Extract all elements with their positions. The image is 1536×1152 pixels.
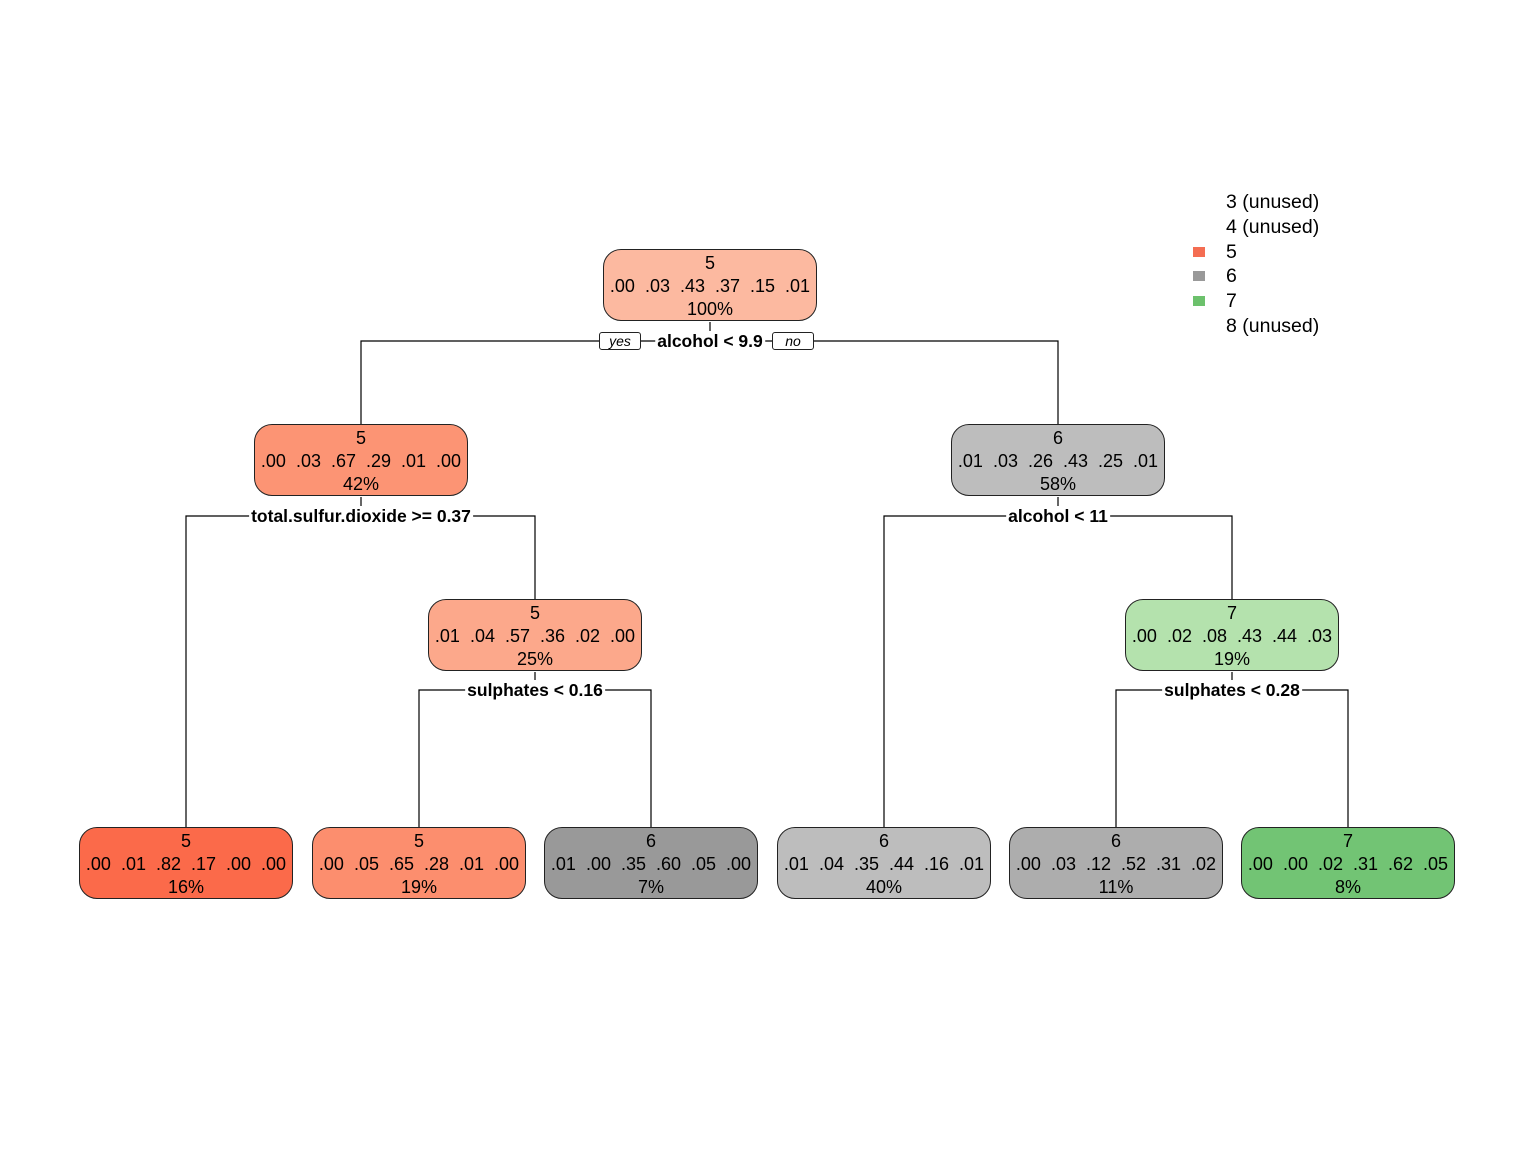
edge-n5-left xyxy=(418,689,535,827)
leaf-node-5: 6 .00 .03 .12 .52 .31 .02 11% xyxy=(1009,827,1223,899)
leaf-node-4: 6 .01 .04 .35 .44 .16 .01 40% xyxy=(777,827,991,899)
node-class: 6 xyxy=(645,831,656,851)
node-percent: 7% xyxy=(637,877,664,897)
node-percent: 25% xyxy=(516,649,554,669)
node-percent: 40% xyxy=(865,877,903,897)
edge-n5-right xyxy=(535,689,652,827)
node-percent: 100% xyxy=(686,299,734,319)
edge-n2-right xyxy=(361,515,536,599)
legend-item: 7 xyxy=(1192,289,1319,314)
legend-label: 4 (unused) xyxy=(1226,215,1320,238)
legend-label: 3 (unused) xyxy=(1226,191,1320,213)
edge-root-left xyxy=(360,340,710,424)
node-percent: 19% xyxy=(1213,649,1251,669)
legend-swatch xyxy=(1193,271,1205,282)
node-probs: .01 .04 .35 .44 .16 .01 xyxy=(783,854,985,874)
split-label-n2: total.sulfur.dioxide >= 0.37 xyxy=(249,506,473,526)
edge-n3-right xyxy=(1058,515,1233,599)
split-label-n3: alcohol < 11 xyxy=(1006,506,1110,526)
legend-item: 4 (unused) xyxy=(1192,215,1319,240)
legend-swatch xyxy=(1193,197,1205,207)
no-tag: no xyxy=(772,332,814,350)
node-class: 6 xyxy=(1052,428,1063,448)
edge-root-right xyxy=(710,340,1059,424)
node-probs: .01 .03 .26 .43 .25 .01 xyxy=(957,451,1159,471)
edge-n2-left xyxy=(185,515,361,827)
node-percent: 58% xyxy=(1039,474,1077,494)
node-probs: .00 .03 .12 .52 .31 .02 xyxy=(1015,854,1217,874)
node-class: 7 xyxy=(1226,603,1237,623)
node-root: 5 .00 .03 .43 .37 .15 .01 100% xyxy=(603,249,817,321)
legend-swatch xyxy=(1193,296,1205,307)
leaf-node-1: 5 .00 .01 .82 .17 .00 .00 16% xyxy=(79,827,293,899)
leaf-node-2: 5 .00 .05 .65 .28 .01 .00 19% xyxy=(312,827,526,899)
legend-item: 3 (unused) xyxy=(1192,190,1319,215)
node-percent: 19% xyxy=(400,877,438,897)
legend-label: 8 (unused) xyxy=(1226,314,1320,337)
legend-swatch xyxy=(1193,321,1205,331)
legend: 3 (unused) 4 (unused) 5 6 7 8 (unused) xyxy=(1192,190,1319,339)
leaf-node-6: 7 .00 .00 .02 .31 .62 .05 8% xyxy=(1241,827,1455,899)
node-probs: .00 .03 .67 .29 .01 .00 xyxy=(260,451,462,471)
node-5: 5 .01 .04 .57 .36 .02 .00 25% xyxy=(428,599,642,671)
node-percent: 11% xyxy=(1098,877,1134,897)
node-probs: .00 .05 .65 .28 .01 .00 xyxy=(318,854,520,874)
legend-item: 6 xyxy=(1192,264,1319,289)
yes-tag: yes xyxy=(599,332,641,350)
edge-n7-right xyxy=(1232,689,1349,827)
legend-swatch xyxy=(1193,222,1205,232)
node-percent: 16% xyxy=(167,877,205,897)
legend-item: 8 (unused) xyxy=(1192,314,1319,339)
node-class: 5 xyxy=(704,253,715,273)
node-class: 5 xyxy=(413,831,424,851)
node-2: 5 .00 .03 .67 .29 .01 .00 42% xyxy=(254,424,468,496)
node-3: 6 .01 .03 .26 .43 .25 .01 58% xyxy=(951,424,1165,496)
node-class: 5 xyxy=(529,603,540,623)
node-class: 6 xyxy=(878,831,889,851)
edge-n7-left xyxy=(1115,689,1232,827)
node-class: 5 xyxy=(355,428,366,448)
node-class: 5 xyxy=(180,831,191,851)
leaf-node-3: 6 .01 .00 .35 .60 .05 .00 7% xyxy=(544,827,758,899)
node-probs: .00 .01 .82 .17 .00 .00 xyxy=(85,854,287,874)
node-percent: 8% xyxy=(1334,877,1361,897)
node-probs: .00 .02 .08 .43 .44 .03 xyxy=(1131,626,1333,646)
node-7: 7 .00 .02 .08 .43 .44 .03 19% xyxy=(1125,599,1339,671)
node-percent: 42% xyxy=(342,474,380,494)
legend-swatch xyxy=(1193,246,1205,257)
legend-item: 5 xyxy=(1192,240,1319,265)
node-probs: .00 .03 .43 .37 .15 .01 xyxy=(609,276,811,296)
node-class: 6 xyxy=(1110,831,1121,851)
split-label-n5: sulphates < 0.16 xyxy=(465,680,605,700)
node-probs: .01 .04 .57 .36 .02 .00 xyxy=(434,626,636,646)
split-label-n7: sulphates < 0.28 xyxy=(1162,680,1302,700)
node-class: 7 xyxy=(1342,831,1353,851)
node-probs: .00 .00 .02 .31 .62 .05 xyxy=(1247,854,1449,874)
legend-label: 7 xyxy=(1226,290,1237,313)
node-probs: .01 .00 .35 .60 .05 .00 xyxy=(550,854,752,874)
split-label-root: alcohol < 9.9 xyxy=(655,331,765,351)
legend-label: 5 xyxy=(1226,240,1237,263)
legend-label: 6 xyxy=(1226,265,1237,288)
edge-n3-left xyxy=(883,515,1058,827)
